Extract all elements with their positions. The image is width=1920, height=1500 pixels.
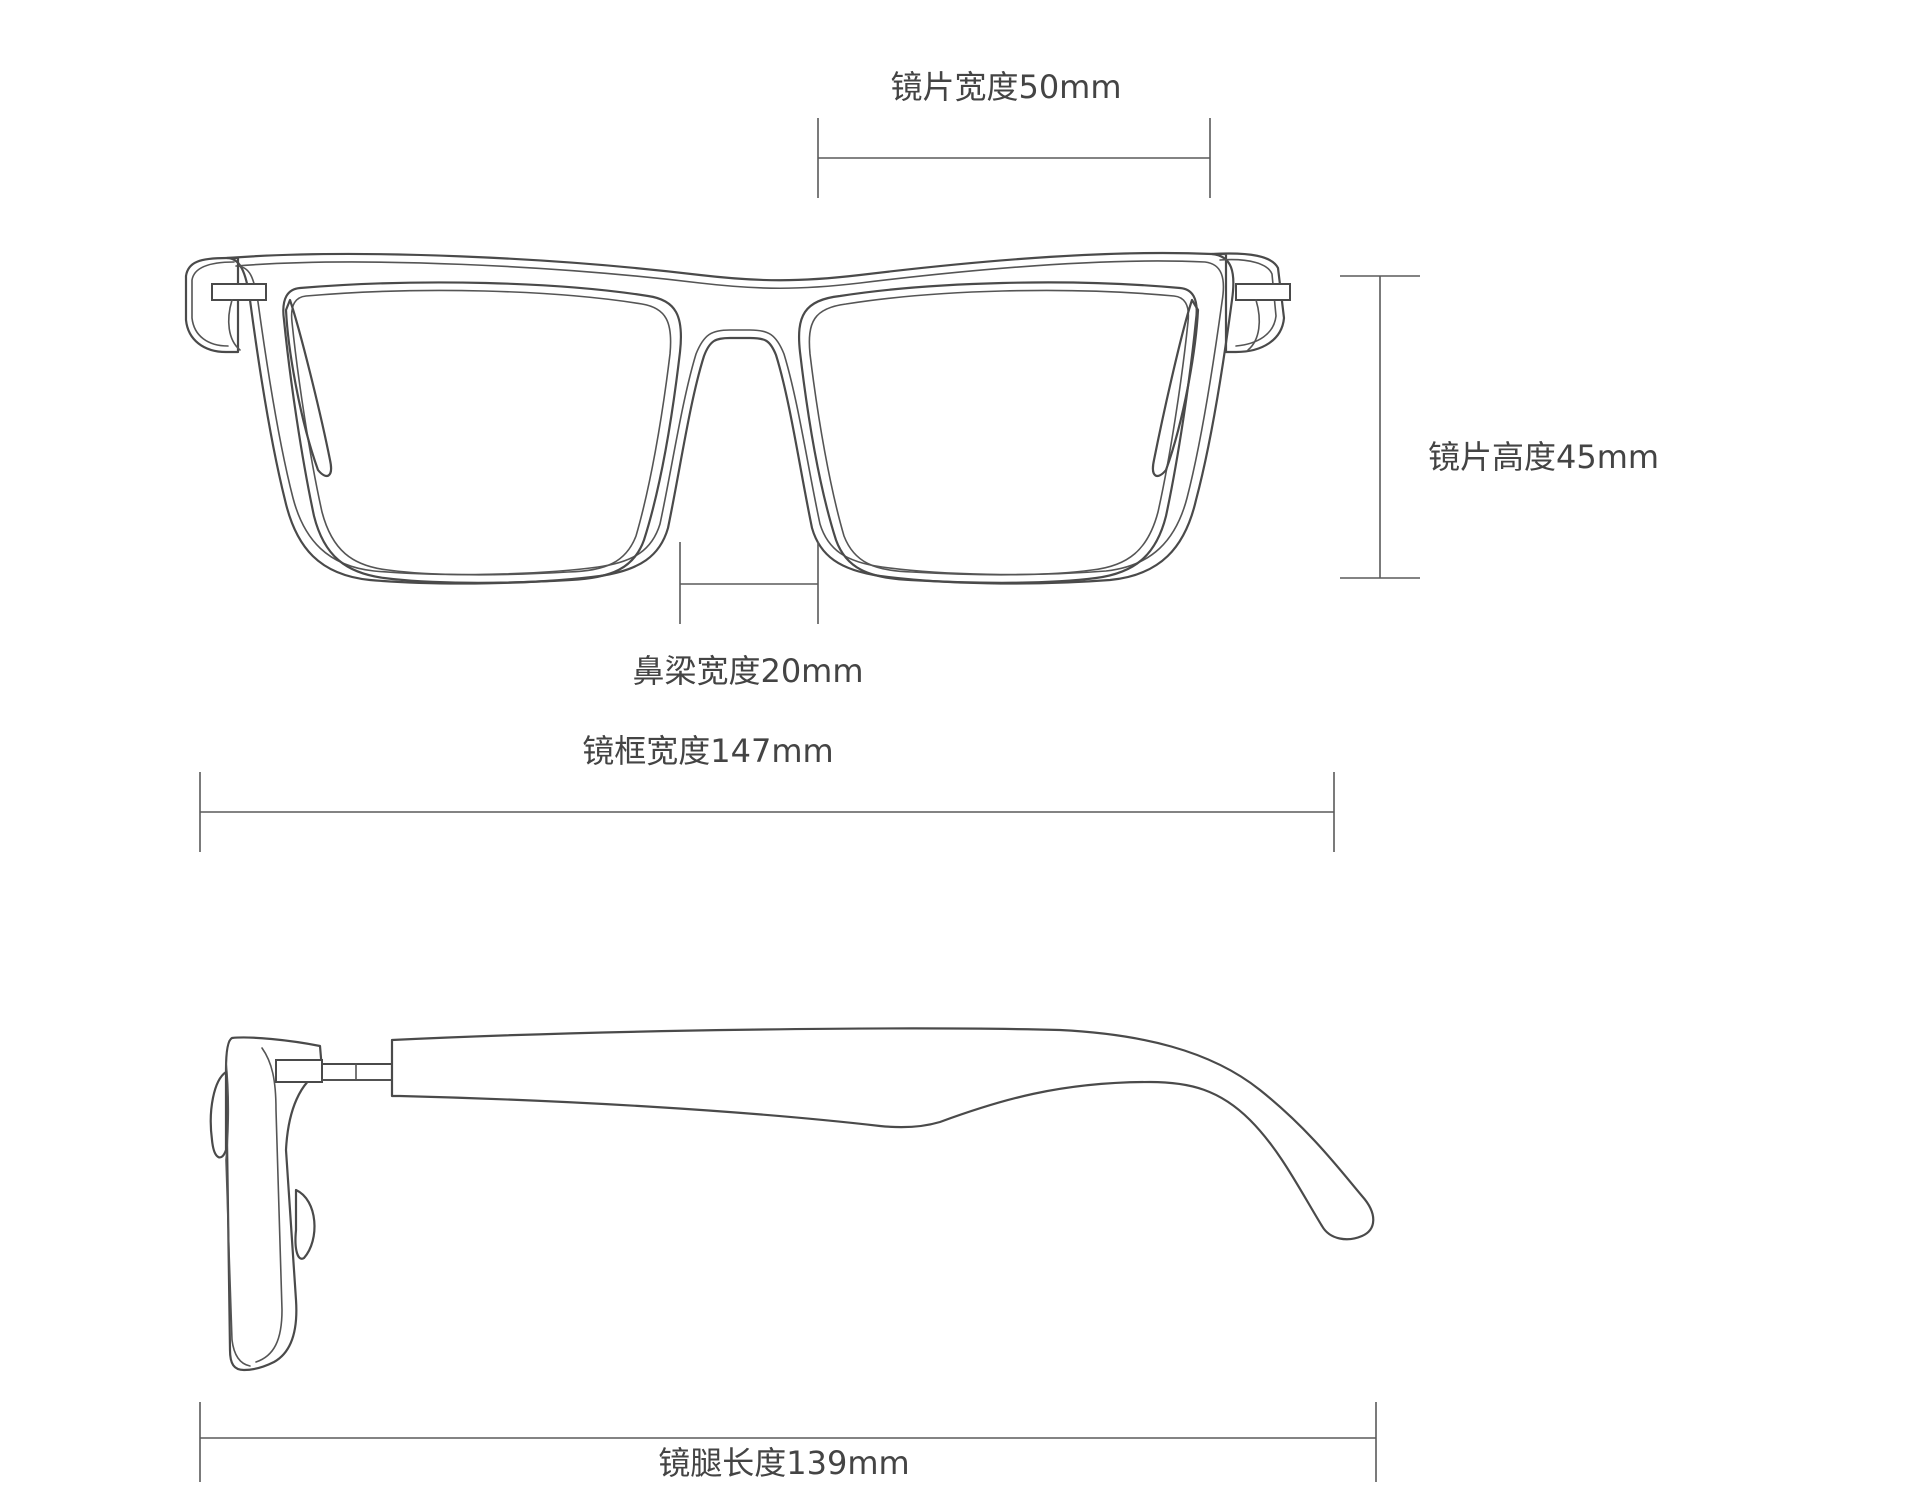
lens-height-dimension: 镜片高度45mm <box>1340 275 1659 579</box>
left-temple-stub <box>227 299 241 351</box>
side-hinge-shade <box>321 1063 393 1081</box>
side-nose-pad-bottom <box>294 1188 316 1260</box>
lens-height-label: 镜片高度45mm <box>1428 438 1659 476</box>
temple-length-dimension: 镜腿长度139mm <box>199 1402 1377 1482</box>
frame-outer-outline <box>225 251 1235 585</box>
frame-inner-outline <box>235 260 1225 576</box>
side-hinge-block <box>275 1059 323 1083</box>
side-front-rim-back <box>225 1061 251 1367</box>
side-nose-pad-top <box>209 1070 228 1159</box>
bridge-width-dimension: 鼻梁宽度20mm <box>632 542 864 690</box>
right-hinge-pin <box>1235 283 1291 301</box>
left-lens-inner <box>290 289 672 576</box>
left-hinge-pin <box>211 283 267 301</box>
right-temple-stub <box>1247 299 1261 351</box>
side-front-rim-outer <box>224 1036 324 1372</box>
right-nose-pad <box>1151 298 1200 478</box>
left-lens-outline <box>282 281 682 584</box>
right-hinge <box>1210 252 1286 354</box>
frame-width-dimension: 镜框宽度147mm <box>199 732 1335 852</box>
lens-width-dimension: 镜片宽度50mm <box>817 68 1211 198</box>
left-hinge <box>184 256 240 354</box>
front-view-glasses <box>184 251 1291 585</box>
temple-length-label: 镜腿长度139mm <box>658 1444 909 1482</box>
side-hinge-pin <box>321 1063 393 1081</box>
side-view-glasses <box>209 1027 1375 1372</box>
lens-width-label: 镜片宽度50mm <box>890 68 1121 106</box>
bridge-width-label: 鼻梁宽度20mm <box>632 652 863 690</box>
side-temple-arm <box>390 1027 1375 1241</box>
right-lens-inner <box>808 289 1190 576</box>
left-nose-pad <box>284 298 333 478</box>
frame-width-label: 镜框宽度147mm <box>582 732 833 770</box>
side-front-rim-inner <box>255 1047 283 1363</box>
right-lens-outline <box>798 281 1198 584</box>
left-hinge-inner <box>191 261 235 347</box>
